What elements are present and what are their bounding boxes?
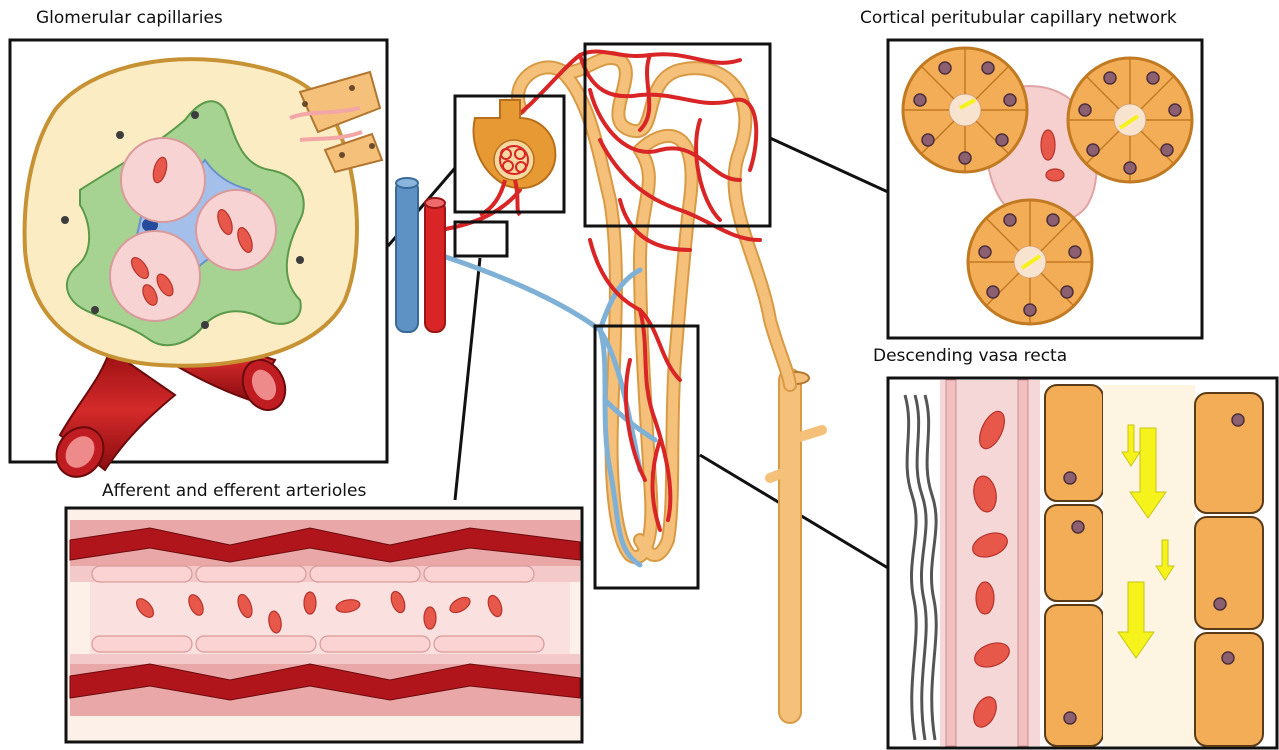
tubule-epithelium-left xyxy=(1045,385,1103,746)
tubule-epithelium-right xyxy=(1195,393,1263,746)
arterioles-inset xyxy=(66,508,582,742)
renal-vessels xyxy=(396,178,445,332)
collecting-duct xyxy=(770,372,822,712)
glomerular-inset xyxy=(10,40,387,486)
cortical-inset xyxy=(888,40,1202,338)
vasa-recta-inset xyxy=(888,378,1277,748)
